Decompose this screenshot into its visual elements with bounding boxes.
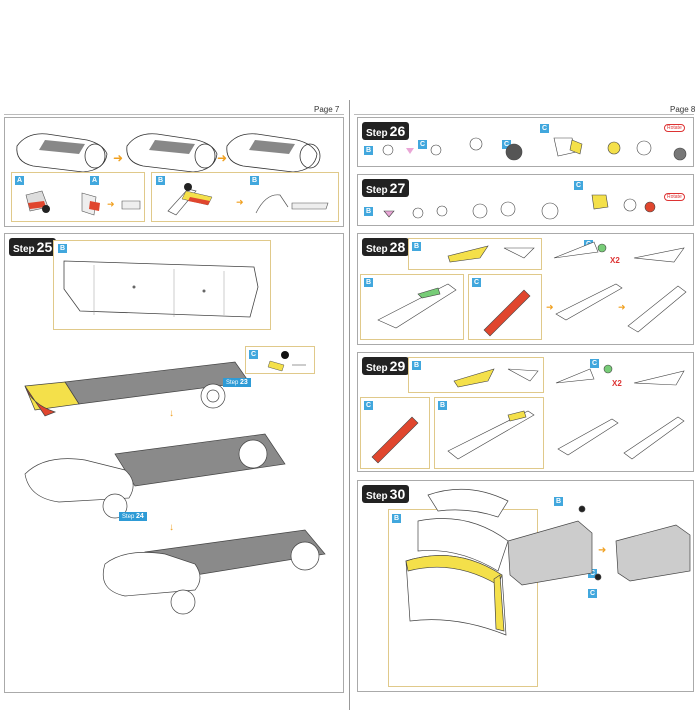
svg-text:↓: ↓ (169, 522, 174, 533)
substep-a-box: A A ➜ (11, 172, 145, 222)
ref-23-number: 23 (240, 379, 248, 386)
step-28-illustration: ➜ ➜ (377, 241, 687, 337)
step-26-illustration (382, 137, 687, 161)
step-30-illustration: ➜ (405, 488, 691, 636)
step-27-c-label: C (574, 181, 583, 190)
step-26-c-label: C (418, 140, 427, 149)
step-28-b2-label: B (364, 278, 373, 287)
step-30-c-label: C (588, 569, 597, 578)
step-29-c2-label: C (364, 401, 373, 410)
substep-c-box-25: C (245, 346, 315, 374)
step-30-b2-label: B (554, 497, 563, 506)
step-24-panel: ➜ ➜ A A ➜ B B ➜ (4, 117, 344, 227)
chassis-sequence-illustration: ➜ ➜ (16, 133, 321, 173)
step-26-c3-label: C (540, 124, 549, 133)
step-29-word: Step (366, 363, 388, 374)
svg-text:➜: ➜ (618, 302, 626, 312)
substep-b-illustration: ➜ (167, 183, 329, 216)
svg-text:➜: ➜ (217, 151, 227, 165)
substep-b-box: B B ➜ (151, 172, 339, 222)
step-25-number: 25 (36, 239, 53, 255)
floor-panel-detail: B (53, 240, 271, 330)
substep-b-label: B (156, 176, 165, 185)
chassis-assembly-illustration: ↓ ↓ (24, 361, 326, 615)
step-26-number: 26 (389, 123, 406, 139)
rotate-hint-27: Rotate (664, 193, 685, 201)
step-29-box-c: B (434, 397, 544, 469)
step-27-illustration (383, 194, 656, 220)
step-25-word: Step (13, 244, 35, 255)
step-28-c2-label: C (472, 278, 481, 287)
step-27-word: Step (366, 185, 388, 196)
svg-text:➜: ➜ (598, 545, 606, 556)
substep-a2-label: A (90, 176, 99, 185)
step-30-c2-label: C (588, 589, 597, 598)
step-30-word: Step (366, 491, 388, 502)
step-29-b2-label: B (438, 401, 447, 410)
substep-c-illustration-25 (267, 360, 306, 372)
svg-text:↓: ↓ (169, 408, 174, 419)
substep-a-label: A (15, 176, 24, 185)
step-29-c-label: C (590, 359, 599, 368)
step-29-number: 29 (389, 358, 406, 374)
step-28-b-label: B (412, 242, 421, 251)
step-29-b-label: B (412, 361, 421, 370)
step-23-reference: Step 23 (223, 378, 251, 387)
step-27-number: 27 (389, 180, 406, 196)
svg-text:➜: ➜ (107, 199, 115, 209)
svg-text:➜: ➜ (113, 151, 123, 165)
substep-c-label-25: C (249, 350, 258, 359)
substep-b-label-25: B (58, 244, 67, 253)
step-28-number: 28 (389, 239, 406, 255)
step-28-box-c: C (468, 274, 542, 340)
tab-marker-1 (281, 351, 289, 359)
step-30-number: 30 (389, 486, 406, 502)
step-24-reference: Step 24 (119, 512, 147, 521)
step-26-b-label: B (364, 146, 373, 155)
step-28-word: Step (366, 244, 388, 255)
floor-panel-illustration (63, 260, 259, 318)
substep-a-illustration: ➜ (25, 190, 141, 216)
page-number-right: Page 8 (670, 105, 696, 114)
ref-24-number: 24 (136, 513, 144, 520)
quantity-multiplier-28: X2 (610, 256, 620, 265)
step-30-b-label: B (392, 514, 401, 523)
page-number-left: Page 7 (314, 105, 340, 114)
page-divider (349, 100, 350, 710)
ref-24-word: Step (122, 514, 135, 520)
step-29-illustration (371, 364, 685, 464)
svg-text:➜: ➜ (236, 197, 244, 207)
top-rule-left (4, 114, 344, 115)
substep-b2-label: B (250, 176, 259, 185)
svg-text:➜: ➜ (546, 302, 554, 312)
rotate-hint-26: Rotate (664, 124, 685, 132)
step-27-b-label: B (364, 207, 373, 216)
step-26-c2-label: C (502, 140, 511, 149)
quantity-multiplier-29: X2 (612, 379, 622, 388)
ref-23-word: Step (226, 380, 239, 386)
step-26-word: Step (366, 128, 388, 139)
top-rule-right (354, 114, 694, 115)
